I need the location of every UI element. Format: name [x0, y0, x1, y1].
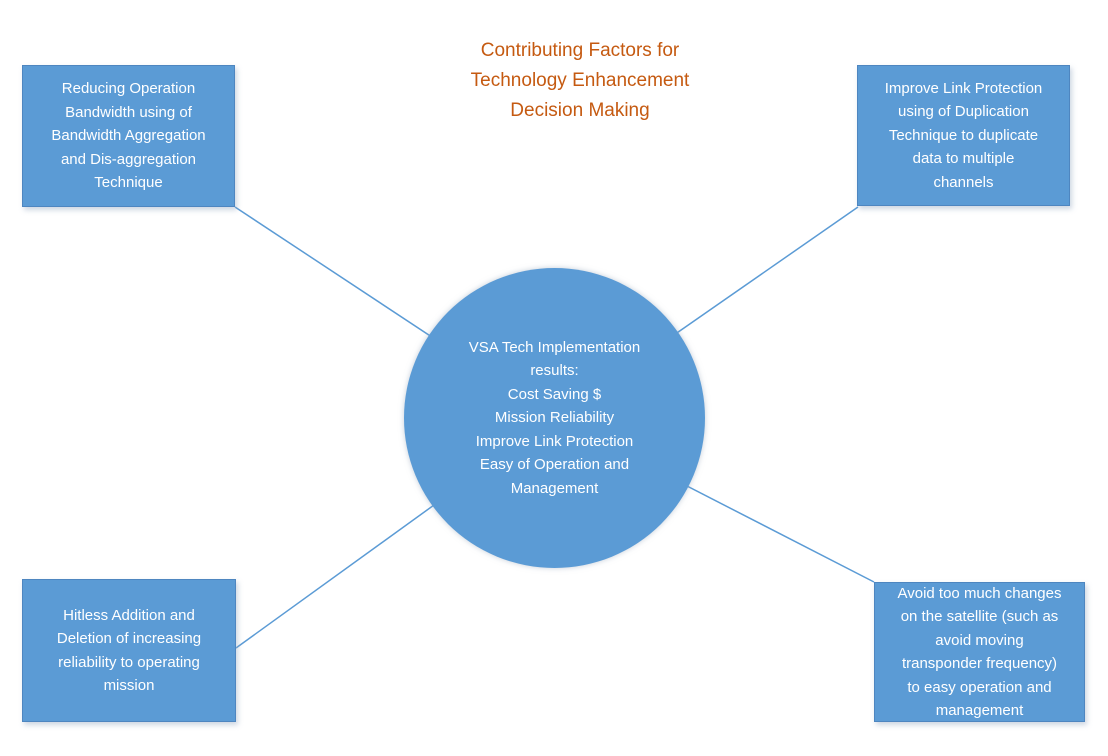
factor-box-bottom-left: Hitless Addition and Deletion of increas… [22, 579, 236, 722]
factor-box-top-left: Reducing Operation Bandwidth using of Ba… [22, 65, 235, 207]
factor-box-top-right: Improve Link Protection using of Duplica… [857, 65, 1070, 206]
factor-box-bottom-right: Avoid too much changes on the satellite … [874, 582, 1085, 722]
diagram-title: Contributing Factors for Technology Enha… [470, 40, 690, 121]
center-circle-node: VSA Tech Implementation results: Cost Sa… [404, 268, 705, 568]
